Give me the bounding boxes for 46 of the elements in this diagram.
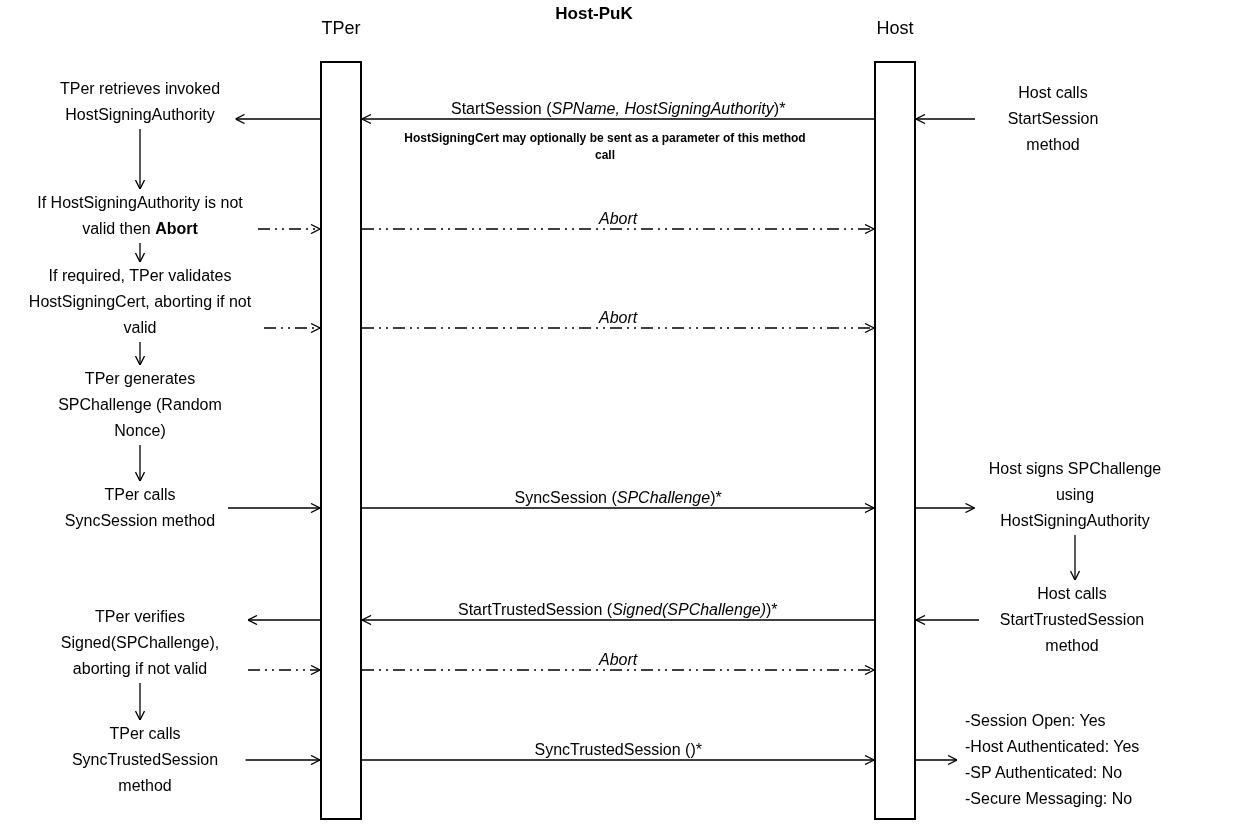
arrow bbox=[134, 128, 146, 190]
lifeline-heading: TPer bbox=[320, 18, 362, 39]
dash-dot-arrow bbox=[247, 664, 321, 676]
arrow bbox=[1069, 534, 1081, 581]
dash-dot-arrow bbox=[257, 223, 321, 235]
status-line: -SP Authenticated: No bbox=[965, 763, 1124, 783]
arrow bbox=[247, 614, 321, 626]
dash-dot-arrow bbox=[263, 322, 321, 334]
arrow bbox=[234, 113, 321, 125]
method-note: HostSigningCert may optionally be sent as a parameter of this method call bbox=[403, 130, 807, 164]
diagram-title: Host-PuK bbox=[555, 4, 633, 24]
arrow bbox=[227, 502, 321, 514]
arrow bbox=[134, 242, 146, 263]
arrow bbox=[361, 113, 875, 125]
step-note: TPer verifies Signed(SPChallenge), aborting if not valid bbox=[40, 604, 240, 682]
dash-dot-arrow bbox=[361, 664, 875, 676]
status-line: -Secure Messaging: No bbox=[965, 789, 1134, 809]
dash-dot-arrow bbox=[361, 223, 875, 235]
step-note: TPer calls SyncSession method bbox=[60, 482, 220, 534]
edge-label: SyncTrustedSession ()* bbox=[532, 741, 704, 759]
arrow bbox=[915, 502, 976, 514]
arrow bbox=[915, 614, 980, 626]
arrow bbox=[915, 754, 958, 766]
step-note: Host signs SPChallenge using HostSigningAuthority bbox=[982, 456, 1168, 534]
edge-label: StartTrustedSession (Signed(SPChallenge))* bbox=[456, 601, 780, 619]
step-note: Host calls StartTrustedSession method bbox=[987, 581, 1157, 659]
arrow bbox=[361, 754, 875, 766]
edge-label: StartSession (SPName, HostSigningAuthority)* bbox=[449, 100, 788, 118]
edge-label: SyncSession (SPChallenge)* bbox=[512, 489, 724, 507]
arrow bbox=[915, 113, 976, 125]
status-line: -Session Open: Yes bbox=[965, 711, 1107, 731]
arrow bbox=[244, 754, 321, 766]
arrow bbox=[361, 502, 875, 514]
arrow bbox=[361, 614, 875, 626]
step-note: Host calls StartSession method bbox=[983, 80, 1123, 158]
step-note: TPer calls SyncTrustedSession method bbox=[52, 721, 238, 799]
arrow bbox=[134, 682, 146, 721]
status-line: -Host Authenticated: Yes bbox=[965, 737, 1141, 757]
arrow bbox=[134, 444, 146, 482]
lifeline-heading: Host bbox=[875, 18, 915, 39]
step-note: TPer generates SPChallenge (Random Nonce) bbox=[55, 366, 225, 444]
arrow bbox=[134, 341, 146, 366]
dash-dot-arrow bbox=[361, 322, 875, 334]
step-note: TPer retrieves invoked HostSigningAuthority bbox=[52, 76, 228, 128]
step-note: If required, TPer validates HostSigningCert, aborting if not valid bbox=[24, 263, 256, 341]
step-note: If HostSigningAuthority is not valid then Abort bbox=[30, 190, 250, 242]
